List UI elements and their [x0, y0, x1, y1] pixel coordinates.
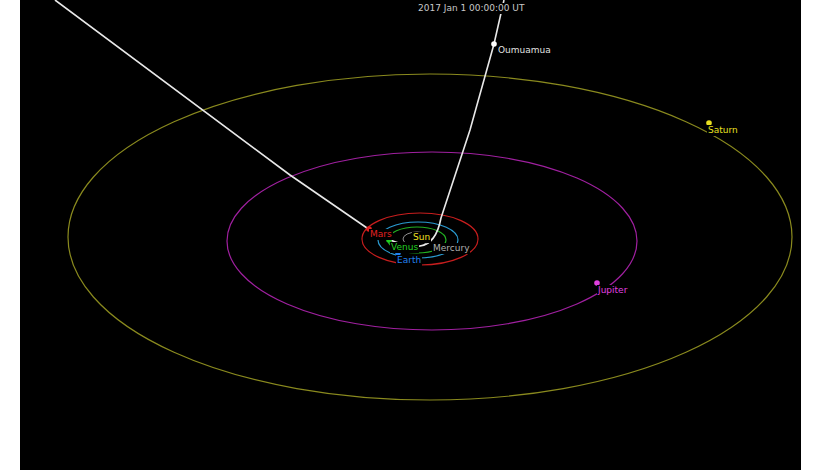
- planet-label: Mars: [369, 229, 393, 240]
- planet-label: Jupiter: [597, 285, 628, 296]
- date-stamp: 2017 Jan 1 00:00:00 UT: [417, 3, 525, 14]
- oumuamua-dot: [491, 41, 497, 47]
- object-label: Oumuamua: [497, 45, 552, 56]
- mars-orbit: [362, 213, 478, 265]
- planet-label: Earth: [396, 255, 422, 266]
- saturn-orbit: [68, 74, 792, 400]
- planet-label: Venus: [390, 242, 419, 253]
- star-label: Sun: [412, 232, 431, 243]
- oumuamua-trajectory: [55, 0, 504, 246]
- jupiter-orbit: [227, 152, 637, 330]
- planet-label: Saturn: [707, 125, 739, 136]
- planet-label: Mercury: [432, 243, 470, 254]
- space-background: [20, 0, 801, 470]
